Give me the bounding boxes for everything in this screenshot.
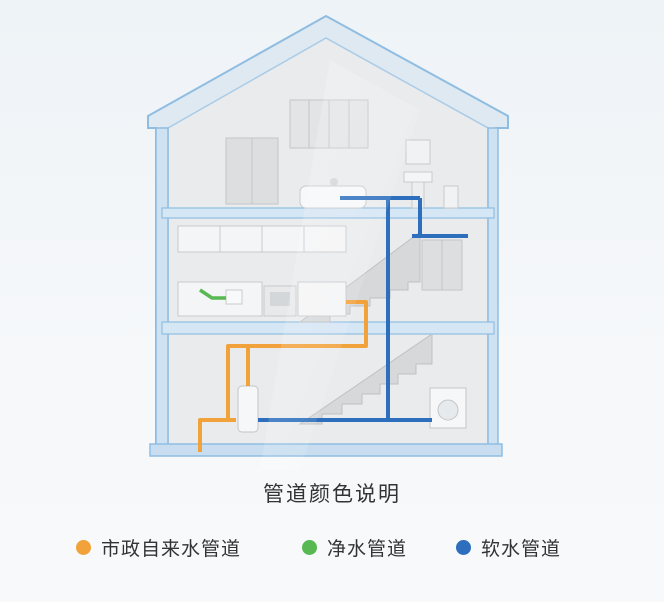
purified-dot-icon [302,539,317,555]
legend-item-purified: 净水管道 [302,530,407,564]
municipal-dot-icon [76,539,91,555]
legend-label-purified: 净水管道 [327,537,408,560]
legend-item-municipal: 市政自来水管道 [76,530,241,564]
purified-water-pipe [199,288,226,300]
legend-label-municipal: 市政自来水管道 [101,537,242,560]
ground-floor-fixtures [237,385,467,433]
house-cutaway-illustration [147,14,509,470]
legend-item-soft: 软水管道 [456,530,561,564]
soft-dot-icon [456,539,471,555]
legend-label-soft: 软水管道 [481,537,562,560]
legend-title: 管道颜色说明 [263,482,401,506]
pipe-color-legend: 市政自来水管道 净水管道 软水管道 [0,530,664,564]
